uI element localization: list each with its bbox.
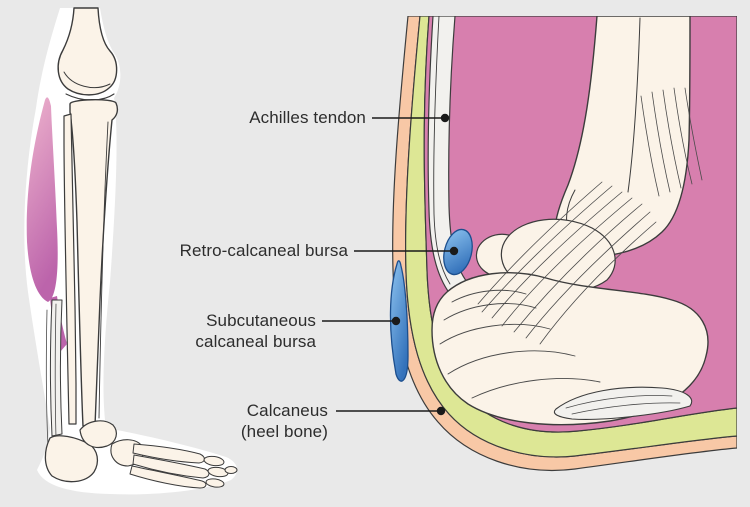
- talus-left: [79, 420, 117, 449]
- leader-lines: [322, 117, 454, 412]
- fibula-bone: [63, 113, 77, 425]
- calcaneus-contour-5: [471, 378, 601, 399]
- femur-condyle-line: [63, 71, 111, 88]
- calcaneus-contour-4: [447, 350, 576, 375]
- label-calcaneus-line2: (heel bone): [240, 422, 328, 441]
- metatarsal-2: [132, 454, 210, 479]
- achilles-tendon-inner-line: [433, 16, 451, 285]
- calcaneus-contour-3: [439, 324, 551, 345]
- ligament-fiber-bundle-diagonal: [477, 181, 657, 345]
- tibia-ridge-closeup: [627, 17, 641, 193]
- dot-subcutaneous: [391, 316, 401, 326]
- calcaneus-left: [44, 435, 99, 483]
- toe-phalanx-4: [224, 466, 238, 474]
- toe-phalanx-3: [205, 478, 225, 488]
- toe-phalanx-1: [203, 455, 225, 467]
- label-subcutaneous-line1: Subcutaneous: [206, 311, 316, 330]
- dot-achilles: [440, 113, 450, 123]
- label-subcutaneous-line2: calcaneal bursa: [195, 332, 316, 351]
- right-panel-heel-closeup: [389, 16, 737, 472]
- metatarsal-3: [129, 465, 207, 489]
- dot-retro: [449, 246, 459, 256]
- achilles-fiber-line-2: [45, 309, 49, 447]
- leader-dots: [391, 113, 459, 416]
- left-panel-leg-overview: [24, 7, 238, 495]
- calcaneus-contour-2: [443, 303, 537, 321]
- label-achilles-tendon: Achilles tendon: [249, 108, 366, 127]
- label-calcaneus: Calcaneus (heel bone): [241, 400, 328, 442]
- label-calcaneus-line1: Calcaneus: [246, 401, 328, 420]
- ligament-fiber-bundle-vertical: [640, 87, 703, 197]
- achilles-fiber-line-1: [54, 303, 57, 439]
- label-retro-calcaneal-bursa: Retro-calcaneal bursa: [179, 241, 348, 260]
- calf-muscle: [26, 97, 58, 302]
- plantar-fiber-lines: [565, 395, 681, 415]
- achilles-tendon-left: [50, 299, 63, 437]
- femur-bone: [57, 7, 118, 96]
- label-subcutaneous-calcaneal-bursa: Subcutaneous calcaneal bursa: [195, 310, 316, 352]
- tibia-ridge-line: [98, 121, 109, 419]
- dot-calcaneus: [436, 406, 446, 416]
